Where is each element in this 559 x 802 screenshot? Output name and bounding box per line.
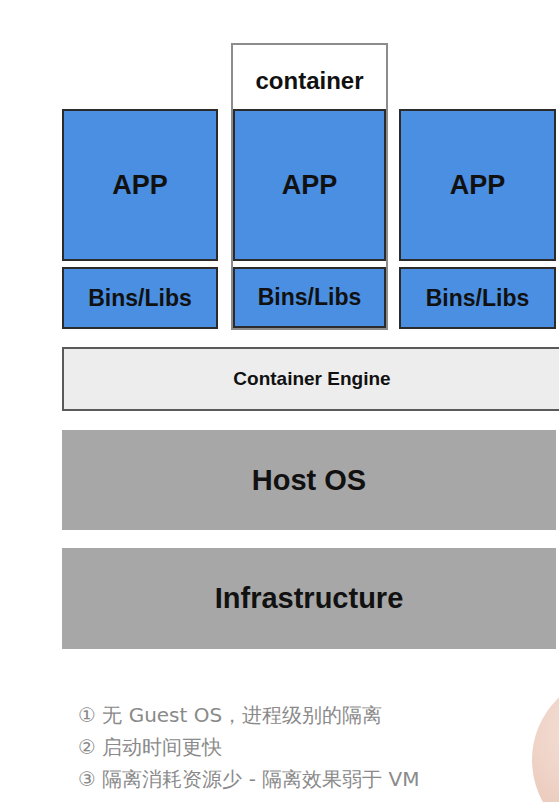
libs-box: Bins/Libs (399, 267, 556, 329)
note-text: ③ 隔离消耗资源少 - 隔离效果弱于 VM (78, 766, 420, 793)
node-label: APP (450, 170, 506, 201)
libs-box: Bins/Libs (62, 267, 218, 329)
node-label: APP (112, 170, 168, 201)
note-text: ① 无 Guest OS，进程级别的隔离 (78, 702, 382, 729)
node-label: APP (282, 170, 338, 201)
note-text: ② 启动时间更快 (78, 734, 222, 761)
app-box: APP (399, 109, 556, 261)
node-label: Bins/Libs (258, 284, 362, 311)
os-layer: Host OS (62, 430, 556, 530)
node-label: Bins/Libs (88, 285, 192, 312)
container-box: containerAPP Bins/Libs (231, 43, 388, 330)
app-box: APP (62, 109, 218, 261)
node-label: Bins/Libs (426, 285, 530, 312)
node-label: container (255, 67, 363, 95)
engine-layer: Container Engine (62, 347, 559, 411)
node-label: Container Engine (233, 368, 390, 390)
node-label: Infrastructure (215, 582, 404, 615)
app-box: APP (233, 109, 386, 261)
infrastructure-layer: Infrastructure (62, 548, 556, 649)
libs-box: Bins/Libs (233, 267, 386, 328)
node-label: Host OS (252, 464, 366, 497)
corner-decoration (532, 674, 559, 802)
